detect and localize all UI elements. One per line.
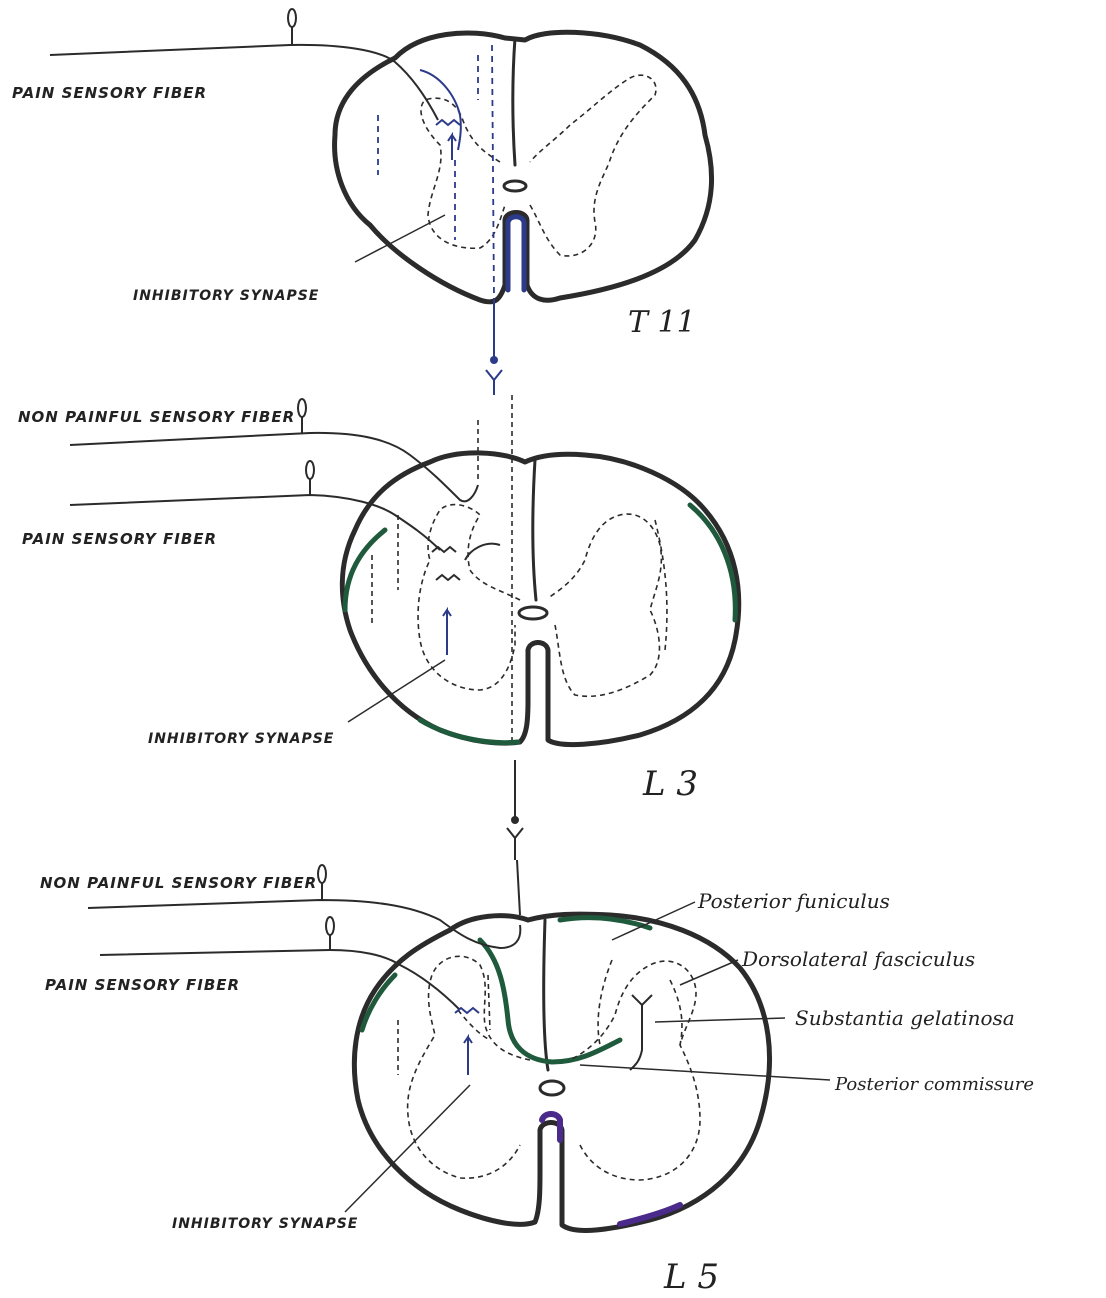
l5-grey-matter	[408, 956, 700, 1180]
l3-pain-ganglion	[306, 461, 314, 479]
l3-collateral	[465, 544, 500, 560]
l3-posterior-septum	[533, 460, 536, 600]
l5-anterior-fissure	[542, 1114, 560, 1140]
t11-level-label: T 11	[628, 305, 696, 340]
l3-synapse-mark	[432, 547, 460, 580]
l5-substantia-y	[630, 995, 652, 1070]
section-l5: NON PAINFUL SENSORY FIBER PAIN SENSORY F…	[40, 865, 1034, 1297]
l3-synapse-arrow	[443, 610, 451, 655]
l5-posterior-septum	[544, 920, 548, 1070]
l5-synapse-label: INHIBITORY SYNAPSE	[172, 1216, 358, 1232]
l5-nonpain-ganglion	[318, 865, 326, 883]
l3-synapse-label: INHIBITORY SYNAPSE	[148, 731, 334, 747]
l3-pain-label: PAIN SENSORY FIBER	[22, 530, 217, 548]
l5-posterior-funiculus-outline	[480, 918, 650, 1062]
l3-green-outline-bottom	[420, 720, 518, 743]
t11-anterior-fissure	[508, 217, 524, 290]
section-l3: NON PAINFUL SENSORY FIBER PAIN SENSORY F…	[18, 395, 739, 915]
dorsolateral-fasciculus-label: Dorsolateral fasciculus	[741, 947, 975, 971]
t11-central-canal	[504, 181, 526, 191]
t11-synapse-mark	[436, 120, 460, 160]
l3-cord-outline	[342, 453, 738, 745]
l5-central-canal	[540, 1081, 564, 1095]
t11-synapse-label: INHIBITORY SYNAPSE	[133, 288, 319, 304]
l5-pain-label: PAIN SENSORY FIBER	[45, 976, 240, 994]
l3-central-canal	[519, 607, 547, 619]
l3-ascending-tract	[372, 395, 512, 740]
l3-terminal-fork	[507, 828, 523, 860]
l3-tract-node	[511, 816, 519, 824]
l3-level-label: L 3	[642, 764, 698, 804]
t11-ganglion	[288, 9, 296, 27]
l3-nonpain-ganglion	[298, 399, 306, 417]
t11-pain-fiber	[50, 45, 438, 120]
posterior-funiculus-label: Posterior funiculus	[697, 889, 890, 913]
t11-tract-node	[490, 356, 498, 364]
posterior-commissure-label: Posterior commissure	[834, 1074, 1034, 1095]
l3-to-l5-tract	[517, 860, 520, 915]
t11-terminal-fork	[486, 370, 502, 395]
l5-pain-ganglion	[326, 917, 334, 935]
t11-ascending-tract	[378, 45, 494, 300]
posterior-commissure-leader	[580, 1065, 830, 1080]
section-t11: PAIN SENSORY FIBER INHIBITORY SYNAPSE T …	[12, 9, 712, 395]
t11-pain-label: PAIN SENSORY FIBER	[12, 84, 207, 102]
l5-nonpain-label: NON PAINFUL SENSORY FIBER	[40, 874, 317, 892]
l3-synapse-leader	[348, 660, 445, 722]
l5-level-label: L 5	[663, 1257, 719, 1297]
l5-synapse-mark	[455, 1008, 479, 1075]
dorsolateral-fasciculus-leader	[680, 960, 738, 985]
l3-nonpain-label: NON PAINFUL SENSORY FIBER	[18, 408, 295, 426]
l3-grey-matter	[418, 505, 661, 697]
t11-posterior-septum	[513, 38, 515, 165]
substantia-gelatinosa-label: Substantia gelatinosa	[795, 1006, 1015, 1030]
l5-ascending-tract	[398, 975, 490, 1075]
